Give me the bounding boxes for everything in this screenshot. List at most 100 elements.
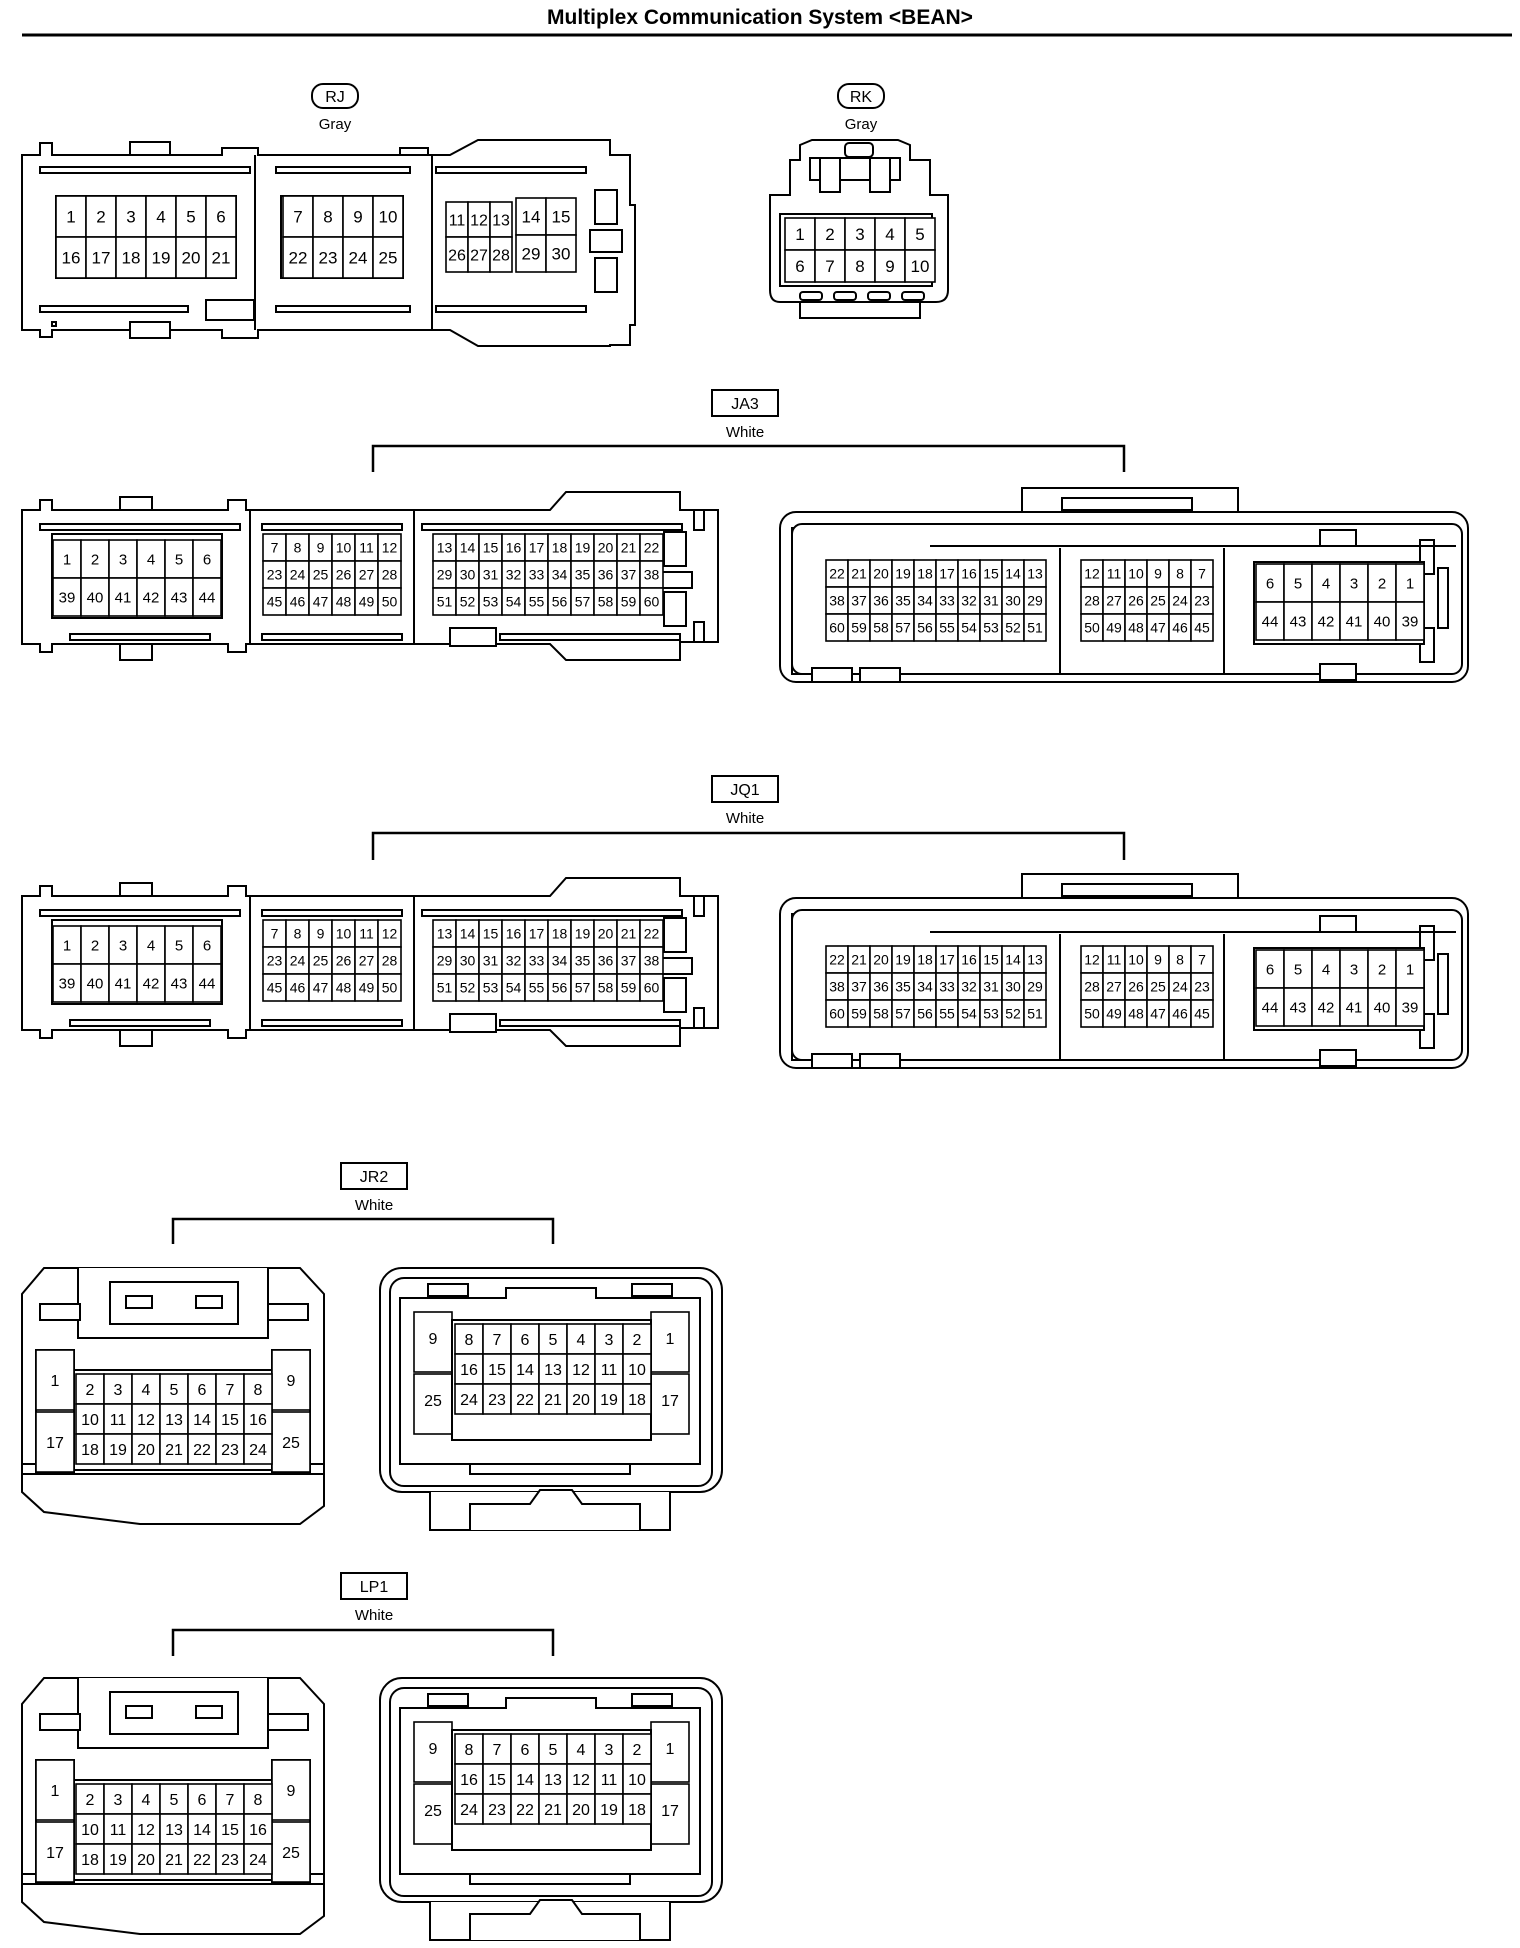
pin-cell bbox=[103, 1403, 133, 1435]
pin-number: 52 bbox=[1005, 1006, 1021, 1022]
pin-number: 28 bbox=[382, 953, 398, 969]
pin-number: 60 bbox=[829, 1006, 845, 1022]
pin-number: 26 bbox=[336, 567, 352, 583]
connector-label-jq1: JQ1 White bbox=[371, 775, 1126, 860]
pin-number: 23 bbox=[267, 953, 283, 969]
pin-number: 16 bbox=[506, 926, 522, 942]
pin-number: 46 bbox=[1172, 620, 1188, 636]
pin-number: 29 bbox=[1027, 593, 1043, 609]
pin-cell bbox=[639, 587, 664, 616]
housing-part bbox=[39, 166, 251, 174]
pin-number: 18 bbox=[628, 1802, 646, 1819]
pin-cell bbox=[1367, 601, 1397, 641]
pin-cell bbox=[192, 963, 222, 1003]
pin-number: 49 bbox=[359, 980, 375, 996]
pin-number: 16 bbox=[460, 1772, 478, 1789]
pin-number: 22 bbox=[829, 952, 845, 968]
pin-number: 23 bbox=[221, 1852, 239, 1869]
connector-code: RJ bbox=[325, 89, 345, 106]
pin-number: 12 bbox=[1084, 566, 1100, 582]
pin-number: 30 bbox=[460, 567, 476, 583]
pin-cell bbox=[55, 195, 87, 238]
pin-number: 8 bbox=[294, 926, 302, 942]
pin-number: 24 bbox=[460, 1802, 478, 1819]
pin-number: 5 bbox=[915, 225, 924, 244]
pin-number: 38 bbox=[644, 953, 660, 969]
pin-number: 3 bbox=[114, 1792, 123, 1809]
pin-number: 13 bbox=[437, 926, 453, 942]
pin-cell bbox=[622, 1323, 652, 1355]
housing-part bbox=[39, 909, 241, 917]
pin-cell bbox=[131, 1433, 161, 1465]
pin-cell bbox=[377, 587, 402, 616]
pin-number: 8 bbox=[855, 257, 864, 276]
housing-outline bbox=[469, 1899, 641, 1940]
pin-number: 60 bbox=[829, 620, 845, 636]
pin-number: 31 bbox=[483, 567, 499, 583]
connector-code: LP1 bbox=[360, 1579, 389, 1596]
pin-number: 37 bbox=[851, 979, 867, 995]
pin-cell bbox=[271, 1821, 311, 1883]
pin-cell bbox=[187, 1813, 217, 1845]
pin-number: 17 bbox=[661, 1803, 679, 1820]
housing-part bbox=[693, 895, 705, 917]
connector-label-rk: RK Gray bbox=[837, 83, 885, 133]
pin-cell bbox=[622, 1353, 652, 1385]
pin-number: 4 bbox=[147, 551, 155, 568]
pin-number: 40 bbox=[1374, 999, 1391, 1016]
pin-cell bbox=[622, 1793, 652, 1825]
pin-number: 14 bbox=[193, 1412, 211, 1429]
pin-number: 6 bbox=[203, 551, 211, 568]
housing-part bbox=[833, 291, 857, 301]
pin-number: 25 bbox=[282, 1845, 300, 1862]
pin-cell bbox=[874, 217, 906, 251]
pin-number: 25 bbox=[282, 1435, 300, 1452]
housing-part bbox=[39, 523, 241, 531]
pin-number: 15 bbox=[483, 540, 499, 556]
pin-number: 8 bbox=[254, 1792, 263, 1809]
pin-number: 26 bbox=[1128, 979, 1144, 995]
housing-part bbox=[594, 257, 618, 293]
pin-number: 15 bbox=[221, 1822, 239, 1839]
pin-cell bbox=[489, 236, 513, 273]
pin-cell bbox=[187, 1843, 217, 1875]
pin-number: 5 bbox=[175, 937, 183, 954]
housing-part bbox=[69, 633, 211, 641]
pin-number: 9 bbox=[287, 1783, 296, 1800]
housing-part bbox=[469, 1873, 631, 1885]
pin-number: 22 bbox=[829, 566, 845, 582]
pin-number: 41 bbox=[1346, 999, 1363, 1016]
connector-code: RK bbox=[850, 89, 873, 106]
pin-cell bbox=[844, 249, 876, 283]
housing-part bbox=[421, 523, 683, 531]
pin-number: 32 bbox=[961, 979, 977, 995]
pin-number: 27 bbox=[1106, 593, 1122, 609]
pin-number: 34 bbox=[552, 567, 568, 583]
pin-number: 55 bbox=[939, 620, 955, 636]
pin-number: 4 bbox=[1322, 575, 1330, 592]
pin-number: 38 bbox=[829, 593, 845, 609]
pin-number: 14 bbox=[1005, 566, 1021, 582]
pin-number: 2 bbox=[1378, 961, 1386, 978]
pin-number: 36 bbox=[873, 593, 889, 609]
pin-cell bbox=[136, 577, 166, 617]
pin-number: 23 bbox=[1194, 979, 1210, 995]
pin-cell bbox=[650, 1311, 690, 1373]
pin-number: 55 bbox=[529, 594, 545, 610]
pin-number: 47 bbox=[313, 980, 329, 996]
pin-number: 31 bbox=[983, 593, 999, 609]
pin-number: 4 bbox=[147, 937, 155, 954]
pin-number: 21 bbox=[621, 926, 637, 942]
pin-number: 20 bbox=[572, 1392, 590, 1409]
pin-number: 40 bbox=[87, 589, 104, 606]
housing-part bbox=[119, 1029, 153, 1047]
housing-part bbox=[869, 157, 891, 193]
pin-number: 8 bbox=[1176, 566, 1184, 582]
pin-number: 53 bbox=[483, 980, 499, 996]
